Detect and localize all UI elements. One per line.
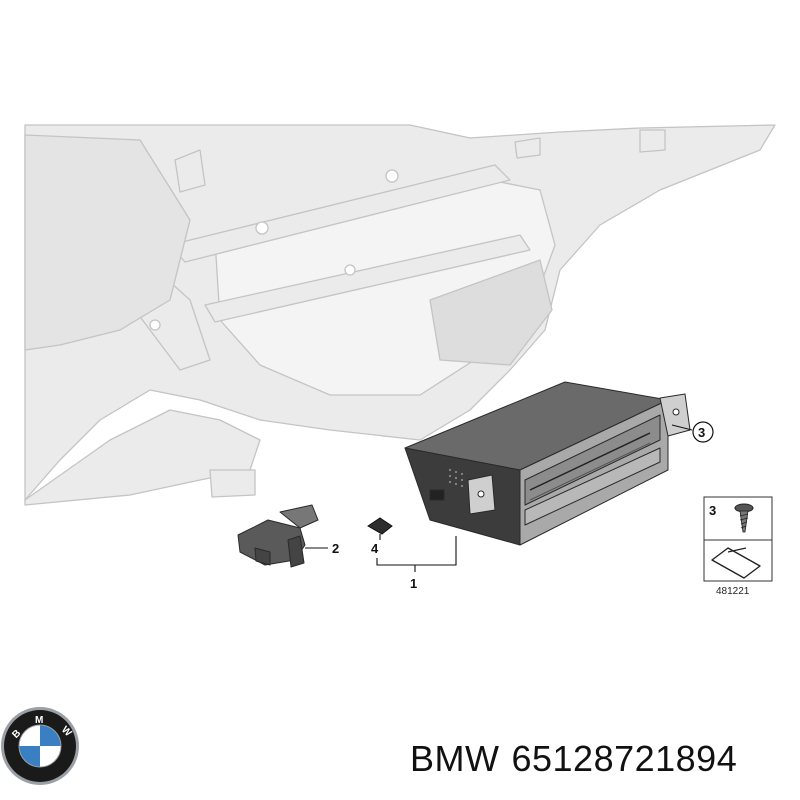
brand-name: BMW bbox=[410, 738, 500, 779]
callout-3-circle bbox=[692, 421, 714, 443]
callout-4: 4 bbox=[371, 541, 379, 556]
clip-part bbox=[367, 517, 393, 535]
bmw-logo: B M W bbox=[1, 707, 79, 785]
package-icon bbox=[711, 547, 761, 579]
screw-icon bbox=[734, 503, 754, 533]
leader-lines bbox=[305, 424, 693, 572]
part-caption: BMW 65128721894 bbox=[410, 738, 737, 780]
legend-item-label: 3 bbox=[709, 503, 716, 518]
bracket-part bbox=[237, 504, 319, 568]
callout-2: 2 bbox=[332, 541, 339, 556]
part-number: 65128721894 bbox=[511, 738, 738, 779]
legend-box: 3 481221 bbox=[703, 496, 773, 597]
dashboard-carrier bbox=[24, 124, 776, 506]
callouts: 2 4 1 3 bbox=[332, 421, 714, 591]
logo-letter-m: M bbox=[35, 715, 43, 726]
head-unit bbox=[404, 381, 691, 546]
reference-number: 481221 bbox=[716, 586, 750, 597]
callout-3: 3 bbox=[698, 425, 705, 440]
callout-1: 1 bbox=[410, 576, 417, 591]
